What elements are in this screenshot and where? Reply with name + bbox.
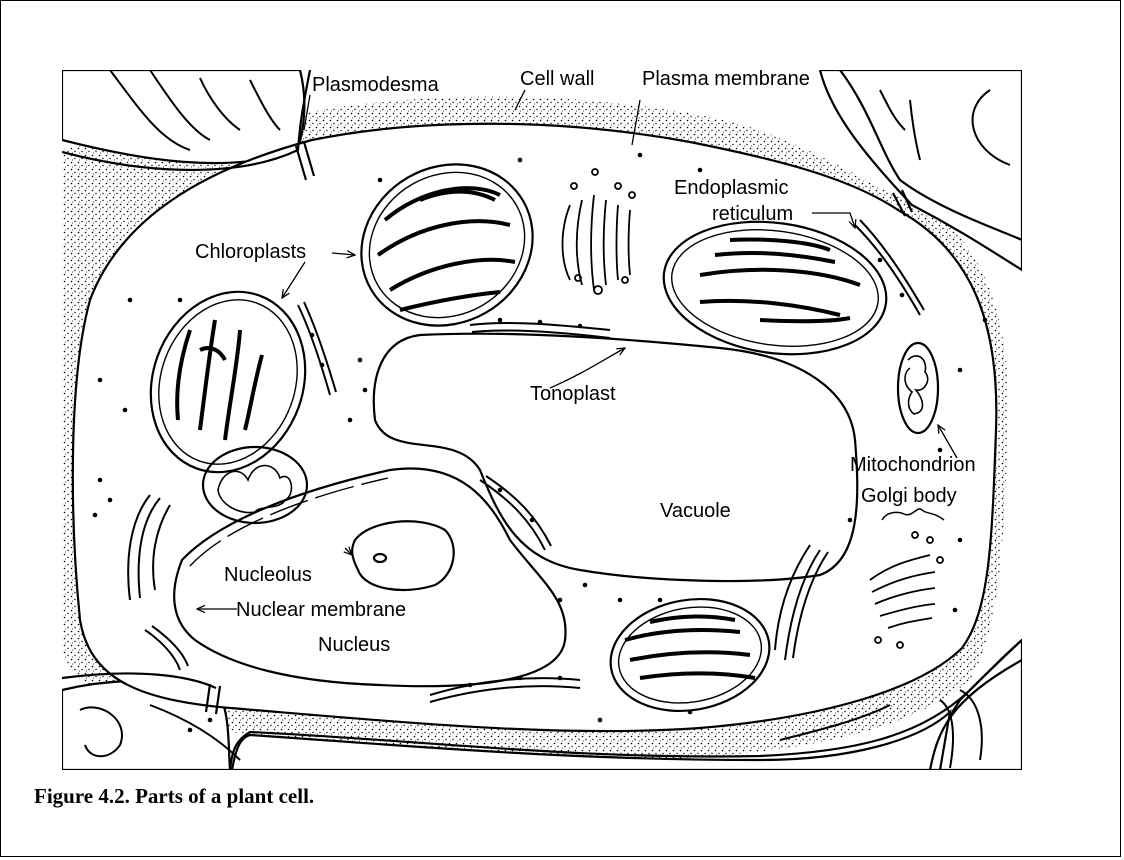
label-endoplasmic: Endoplasmic [674, 177, 789, 199]
label-tonoplast: Tonoplast [530, 383, 616, 405]
label-nucleolus: Nucleolus [224, 564, 312, 586]
label-golgi-body: Golgi body [861, 485, 957, 507]
label-reticulum: reticulum [712, 203, 793, 225]
label-plasma-membrane: Plasma membrane [642, 68, 810, 90]
label-plasmodesma: Plasmodesma [312, 74, 440, 96]
plasma-membrane [73, 124, 997, 731]
label-chloroplasts: Chloroplasts [195, 241, 306, 263]
label-mitochondrion: Mitochondrion [850, 454, 976, 476]
label-nuclear-membrane: Nuclear membrane [236, 599, 406, 621]
label-vacuole: Vacuole [660, 500, 731, 522]
label-nucleus: Nucleus [318, 634, 390, 656]
figure-caption: Figure 4.2. Parts of a plant cell. [34, 784, 314, 809]
label-cell-wall: Cell wall [520, 68, 594, 90]
plant-cell-diagram: Plasmodesma Cell wall Plasma membrane En… [0, 0, 1124, 780]
